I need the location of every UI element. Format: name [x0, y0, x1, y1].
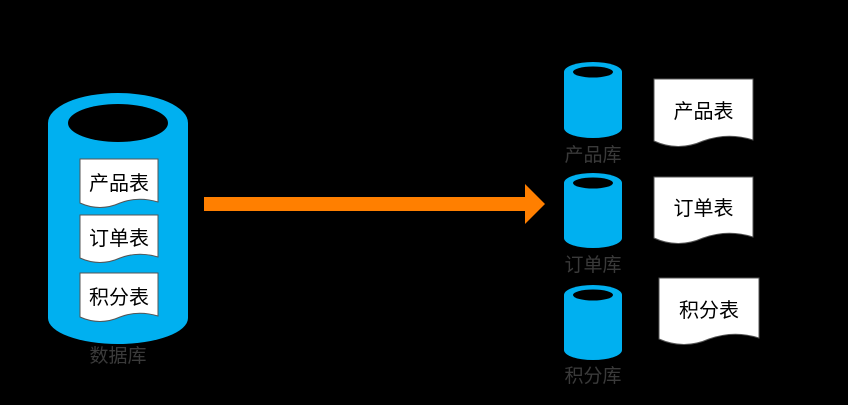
target-table-label-order: 订单表	[673, 196, 734, 220]
source-table-doc-points-icon	[79, 272, 159, 322]
target-database-order-icon	[564, 173, 622, 248]
source-table-doc-product-icon	[79, 158, 159, 208]
source-table-label-product: 产品表	[89, 171, 149, 195]
target-table-doc-points-icon	[658, 277, 760, 345]
split-arrow-icon	[204, 184, 545, 224]
target-table-doc-order-icon	[653, 176, 754, 244]
target-database-points-icon	[564, 285, 622, 360]
source-table-doc-order-icon	[79, 214, 159, 263]
target-database-product-icon	[564, 62, 622, 138]
target-table-label-points: 积分表	[679, 298, 739, 322]
source-table-label-order: 订单表	[89, 226, 149, 250]
target-database-caption-points: 积分库	[564, 365, 622, 387]
target-table-doc-product-icon	[653, 78, 754, 147]
source-database-caption: 数据库	[89, 345, 147, 367]
target-database-caption-order: 订单库	[564, 254, 622, 276]
target-database-caption-product: 产品库	[564, 144, 622, 166]
source-table-label-points: 积分表	[89, 285, 149, 309]
target-table-label-product: 产品表	[673, 99, 734, 123]
